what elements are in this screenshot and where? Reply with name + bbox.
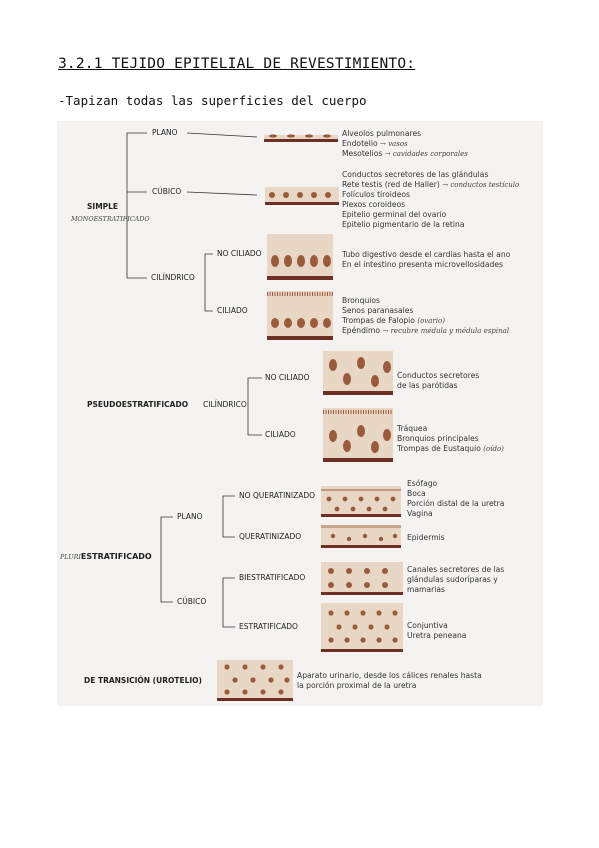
example-item: Conjuntiva bbox=[407, 621, 448, 630]
example-item: En el intestino presenta microvellosidad… bbox=[342, 260, 503, 270]
example-item: Tráquea bbox=[397, 424, 428, 433]
simple-plano-label: PLANO bbox=[152, 128, 178, 137]
annotation-vasos: → vasos bbox=[380, 140, 408, 149]
example-item: glándulas sudoríparas y bbox=[407, 575, 498, 585]
examples-simple-ciliado: Bronquios Senos paranasales Trompas de F… bbox=[342, 296, 509, 336]
cubico-estratificado-label: ESTRATIFICADO bbox=[239, 622, 298, 631]
example-item: Porción distal de la uretra bbox=[407, 499, 505, 509]
example-item: Bronquios principales bbox=[397, 434, 479, 444]
biestratificado-label: BIESTRATIFICADO bbox=[239, 573, 306, 582]
example-item: Tubo digestivo desde el cardias hasta el… bbox=[342, 250, 511, 259]
annotation-oido: (oído) bbox=[483, 445, 504, 454]
example-item: Aparato urinario, desde los cálices rena… bbox=[297, 671, 482, 680]
example-item: Vagina bbox=[407, 509, 433, 519]
examples-simple-no-ciliado: Tubo digestivo desde el cardias hasta el… bbox=[342, 250, 510, 270]
example-item: Canales secretores de las bbox=[407, 565, 505, 574]
simple-ciliado-label: CILIADO bbox=[217, 306, 248, 315]
queratinizado-label: QUERATINIZADO bbox=[239, 532, 302, 541]
simple-cilindrico-label: CILÍNDRICO bbox=[151, 273, 195, 282]
examples-biestratificado: Canales secretores de las glándulas sudo… bbox=[407, 565, 504, 595]
examples-simple-cubico: Conductos secretores de las glándulas Re… bbox=[342, 170, 519, 231]
example-item: Mesotelios → cavidades corporales bbox=[342, 149, 468, 159]
example-item: Trompas de Eustaquio (oído) bbox=[397, 444, 504, 454]
simple-cubico-label: CÚBICO bbox=[152, 187, 182, 196]
no-queratinizado-label: NO QUERATINIZADO bbox=[239, 491, 316, 500]
annotation-ovario: (ovario) bbox=[417, 317, 445, 326]
intro-text: -Tapizan todas las superficies del cuerp… bbox=[58, 93, 367, 108]
example-item: mamarias bbox=[407, 585, 445, 595]
example-item: Plexos coroideos bbox=[342, 200, 406, 210]
examples-transicion: Aparato urinario, desde los cálices rena… bbox=[297, 671, 482, 691]
examples-no-queratinizado: Esófago Boca Porción distal de la uretra… bbox=[407, 479, 504, 519]
annotation-cavidades: → cavidades corporales bbox=[384, 150, 468, 159]
example-item: Uretra peneana bbox=[407, 631, 467, 641]
example-item: Senos paranasales bbox=[342, 306, 414, 316]
example-item: Conductos secretores de las glándulas bbox=[342, 170, 489, 179]
example-item: Esófago bbox=[407, 479, 438, 488]
estratificado-cubico-label: CÚBICO bbox=[177, 597, 207, 606]
page-title: 3.2.1 TEJIDO EPITELIAL DE REVESTIMIENTO: bbox=[58, 56, 416, 72]
examples-simple-plano: Alveolos pulmonares Endotelio → vasos Me… bbox=[342, 129, 468, 159]
example-item: Epéndimo → recubre médula y médula espin… bbox=[342, 326, 510, 336]
transicion-label: DE TRANSICIÓN (UROTELIO) bbox=[84, 676, 202, 685]
example-item: de las parótidas bbox=[397, 381, 458, 391]
estratificado-label: PLURIESTRATIFICADO bbox=[60, 552, 152, 562]
examples-pseudo-ciliado: Tráquea Bronquios principales Trompas de… bbox=[397, 424, 504, 454]
estratificado-plano-label: PLANO bbox=[177, 512, 203, 521]
estratificado-prefix: PLURI bbox=[60, 553, 81, 561]
simple-label: SIMPLE bbox=[87, 202, 119, 211]
example-item: Endotelio → vasos bbox=[342, 139, 408, 149]
examples-queratinizado: Epidermis bbox=[407, 533, 445, 543]
simple-note: MONOESTRATIFICADO bbox=[71, 215, 150, 223]
pseudo-ciliado-label: CILIADO bbox=[265, 430, 296, 439]
example-item: Boca bbox=[407, 489, 426, 499]
examples-pseudo-no-ciliado: Conductos secretores de las parótidas bbox=[397, 371, 479, 391]
examples-cubico-estratificado: Conjuntiva Uretra peneana bbox=[407, 621, 466, 641]
example-item: Epidermis bbox=[407, 533, 445, 542]
pseudo-cilindrico-label: CILÍNDRICO bbox=[203, 400, 247, 409]
tree-lines bbox=[126, 132, 262, 628]
annotation-testiculo: → conductos testículo bbox=[442, 181, 520, 190]
classification-diagram: PLANO CÚBICO SIMPLE MONOESTRATIFICADO CI… bbox=[57, 121, 543, 706]
example-item: Alveolos pulmonares bbox=[342, 129, 422, 138]
pseudo-no-ciliado-label: NO CILIADO bbox=[265, 373, 310, 382]
example-item: la porción proximal de la uretra bbox=[297, 681, 417, 691]
example-item: Epitelio germinal del ovario bbox=[342, 210, 447, 220]
example-item: Conductos secretores bbox=[397, 371, 480, 380]
estratificado-main-label: ESTRATIFICADO bbox=[80, 552, 152, 561]
example-item: Folículos tiroideos bbox=[342, 190, 410, 200]
example-item: Trompas de Falopio (ovario) bbox=[342, 316, 445, 326]
example-item: Rete testis (red de Haller) → conductos … bbox=[342, 180, 520, 190]
pseudo-label: PSEUDOESTRATIFICADO bbox=[87, 400, 189, 409]
example-item: Bronquios bbox=[342, 296, 380, 305]
annotation-medula: → recubre médula y médula espinal bbox=[382, 327, 510, 336]
simple-no-ciliado-label: NO CILIADO bbox=[217, 249, 262, 258]
example-item: Epitelio pigmentario de la retina bbox=[342, 220, 465, 230]
